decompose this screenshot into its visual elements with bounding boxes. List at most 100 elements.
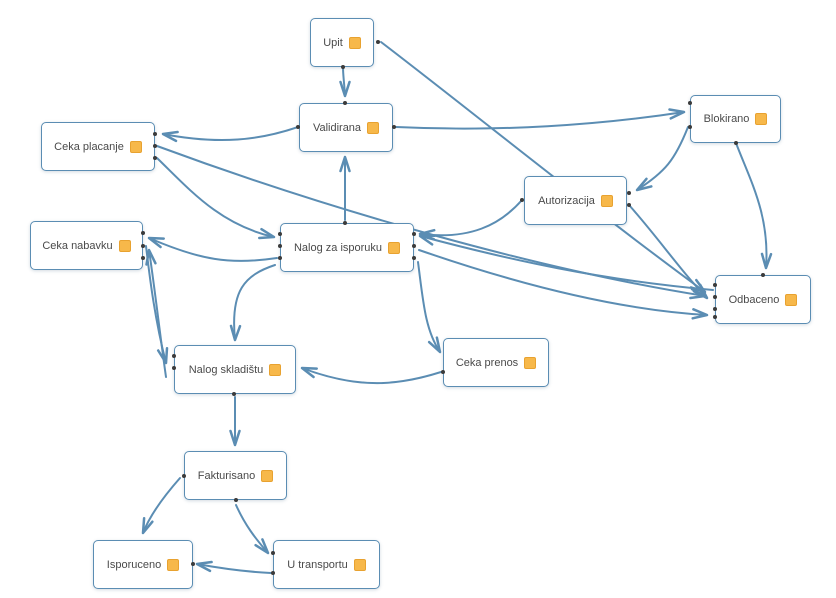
status-badge	[353, 558, 366, 571]
node-label: Ceka prenos	[455, 356, 519, 369]
node-blokirano[interactable]: Blokirano	[690, 95, 781, 143]
status-badge	[367, 121, 380, 134]
status-badge	[600, 194, 613, 207]
connector-port[interactable]	[271, 571, 275, 575]
edge-odbaceno-nalog-arrowhead	[418, 234, 436, 246]
edge-validirana-ceka-placanje[interactable]	[162, 126, 299, 141]
status-badge	[129, 140, 142, 153]
status-badge	[167, 558, 180, 571]
connector-port[interactable]	[278, 232, 282, 236]
node-odbaceno[interactable]: Odbaceno	[715, 275, 811, 324]
connector-port[interactable]	[141, 244, 145, 248]
node-label: Ceka placanje	[54, 140, 124, 153]
node-label: Nalog skladištu	[188, 363, 264, 376]
connector-port[interactable]	[232, 392, 236, 396]
connector-port[interactable]	[141, 231, 145, 235]
node-label: Ceka nabavku	[42, 239, 113, 252]
connector-port[interactable]	[172, 366, 176, 370]
status-badge	[755, 113, 768, 125]
node-fakturisano[interactable]: Fakturisano	[184, 451, 287, 500]
edge-nalog-skladistu-fakturisano-arrowhead	[229, 429, 241, 447]
edge-blokirano-autorizacija[interactable]	[636, 126, 689, 191]
edge-ceka-prenos-nalog-skladistu[interactable]	[301, 367, 442, 385]
connector-port[interactable]	[713, 315, 717, 319]
connector-port[interactable]	[412, 244, 416, 248]
status-badge	[785, 293, 798, 306]
connector-port[interactable]	[713, 283, 717, 287]
connector-port[interactable]	[688, 101, 692, 105]
edge-ceka-placanje-nalog[interactable]	[156, 157, 275, 238]
node-label: U transportu	[287, 558, 348, 571]
node-ceka-nabavku[interactable]: Ceka nabavku	[30, 221, 143, 270]
edge-ceka-prenos-nalog-skladistu-arrowhead	[300, 366, 318, 379]
connector-port[interactable]	[153, 132, 157, 136]
edge-nalog-ceka-prenos-arrowhead	[427, 336, 442, 354]
node-label: Nalog za isporuku	[293, 241, 383, 254]
node-u-transportu[interactable]: U transportu	[273, 540, 380, 589]
connector-port[interactable]	[153, 144, 157, 148]
connector-port[interactable]	[688, 125, 692, 129]
status-badge	[269, 363, 282, 376]
edge-fakturisano-isporuceno[interactable]	[142, 477, 181, 534]
connector-port[interactable]	[271, 551, 275, 555]
node-isporuceno[interactable]: Isporuceno	[93, 540, 193, 589]
connector-port[interactable]	[713, 307, 717, 311]
node-ceka-prenos[interactable]: Ceka prenos	[443, 338, 549, 387]
connector-port[interactable]	[278, 256, 282, 260]
connector-port[interactable]	[441, 370, 445, 374]
connector-port[interactable]	[278, 244, 282, 248]
status-badge	[261, 469, 274, 482]
connector-port[interactable]	[341, 65, 345, 69]
node-ceka-placanje[interactable]: Ceka placanje	[41, 122, 155, 171]
edge-ceka-placanje-nalog-arrowhead	[258, 227, 276, 240]
edge-validirana-blokirano[interactable]	[395, 111, 685, 130]
status-badge	[348, 36, 361, 49]
connector-port[interactable]	[234, 498, 238, 502]
edge-nalog-skladistu-ceka-nabavku-arrowhead	[145, 248, 157, 266]
connector-port[interactable]	[392, 125, 396, 129]
connector-port[interactable]	[412, 232, 416, 236]
edge-nalog-nalog-skladistu[interactable]	[233, 264, 276, 341]
node-label: Fakturisano	[197, 469, 256, 482]
edge-nalog-odbaceno[interactable]	[418, 249, 708, 316]
connector-port[interactable]	[296, 125, 300, 129]
edge-blokirano-odbaceno[interactable]	[735, 142, 768, 269]
edge-validirana-blokirano-arrowhead	[668, 108, 686, 120]
connector-port[interactable]	[412, 256, 416, 260]
connector-port[interactable]	[734, 141, 738, 145]
connector-port[interactable]	[627, 191, 631, 195]
connector-port[interactable]	[153, 156, 157, 160]
edge-nalog-ceka-nabavku[interactable]	[148, 237, 278, 262]
edge-u-transportu-isporuceno[interactable]	[196, 563, 272, 574]
edge-nalog-odbaceno-arrowhead	[691, 308, 709, 320]
edge-blokirano-odbaceno-arrowhead	[760, 252, 773, 270]
connector-port[interactable]	[627, 203, 631, 207]
node-label: Odbaceno	[728, 293, 780, 306]
node-validirana[interactable]: Validirana	[299, 103, 393, 152]
edge-upit-odbaceno[interactable]	[380, 41, 706, 293]
connector-port[interactable]	[343, 101, 347, 105]
node-nalog-skladistu[interactable]: Nalog skladištu	[174, 345, 296, 394]
node-upit[interactable]: Upit	[310, 18, 374, 67]
edge-nalog-ceka-prenos[interactable]	[417, 261, 441, 353]
node-nalog-za-isporuku[interactable]: Nalog za isporuku	[280, 223, 414, 272]
connector-port[interactable]	[713, 295, 717, 299]
connector-port[interactable]	[343, 221, 347, 225]
edge-validirana-ceka-placanje-arrowhead	[161, 130, 179, 143]
connector-port[interactable]	[191, 562, 195, 566]
edge-nalog-ceka-nabavku-arrowhead	[147, 236, 165, 249]
connector-port[interactable]	[761, 273, 765, 277]
edge-fakturisano-u-transportu[interactable]	[235, 504, 269, 554]
connector-port[interactable]	[182, 474, 186, 478]
edge-fakturisano-isporuceno-arrowhead	[141, 517, 154, 535]
edge-odbaceno-nalog[interactable]	[419, 235, 714, 291]
connector-port[interactable]	[172, 354, 176, 358]
edge-nalog-skladistu-ceka-nabavku[interactable]	[148, 249, 167, 378]
connector-port[interactable]	[141, 256, 145, 260]
connector-port[interactable]	[520, 198, 524, 202]
node-label: Autorizacija	[538, 194, 595, 207]
node-label: Validirana	[312, 121, 362, 134]
connector-port[interactable]	[376, 40, 380, 44]
status-badge	[118, 239, 131, 252]
node-autorizacija[interactable]: Autorizacija	[524, 176, 627, 225]
